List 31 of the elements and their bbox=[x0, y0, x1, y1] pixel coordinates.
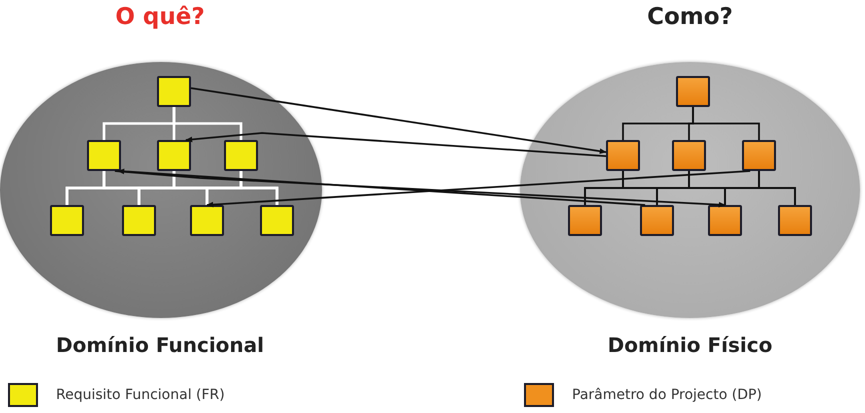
hierarchy-box bbox=[778, 205, 812, 236]
heading: Domínio Físico bbox=[608, 333, 772, 357]
tree-connector bbox=[240, 171, 278, 205]
hierarchy-box bbox=[708, 205, 742, 236]
hierarchy-box bbox=[742, 140, 776, 171]
arrow bbox=[114, 170, 726, 208]
hierarchy-box bbox=[122, 205, 156, 236]
arrow bbox=[206, 170, 750, 208]
hierarchy-box bbox=[157, 76, 191, 107]
hierarchy-box bbox=[50, 205, 84, 236]
hierarchy-box bbox=[568, 205, 602, 236]
hierarchy-box bbox=[87, 140, 121, 171]
arrow bbox=[185, 132, 606, 158]
hierarchy-box bbox=[224, 140, 258, 171]
tree-connector bbox=[172, 107, 242, 140]
hierarchy-box bbox=[260, 205, 294, 236]
tree-connector bbox=[692, 107, 760, 140]
hierarchy-box bbox=[157, 140, 191, 171]
hierarchy-box bbox=[676, 76, 710, 107]
hierarchy-box bbox=[640, 205, 674, 236]
legend-label: Requisito Funcional (FR) bbox=[56, 387, 225, 403]
arrow bbox=[190, 87, 607, 154]
hierarchy-box bbox=[672, 140, 706, 171]
heading: O quê? bbox=[115, 4, 205, 30]
hierarchy-box bbox=[606, 140, 640, 171]
arrow bbox=[117, 168, 646, 206]
heading: Domínio Funcional bbox=[56, 333, 264, 357]
heading: Como? bbox=[647, 4, 733, 30]
legend-label: Parâmetro do Projecto (DP) bbox=[572, 387, 762, 403]
tree-connector bbox=[758, 171, 796, 205]
hierarchy-box bbox=[190, 205, 224, 236]
